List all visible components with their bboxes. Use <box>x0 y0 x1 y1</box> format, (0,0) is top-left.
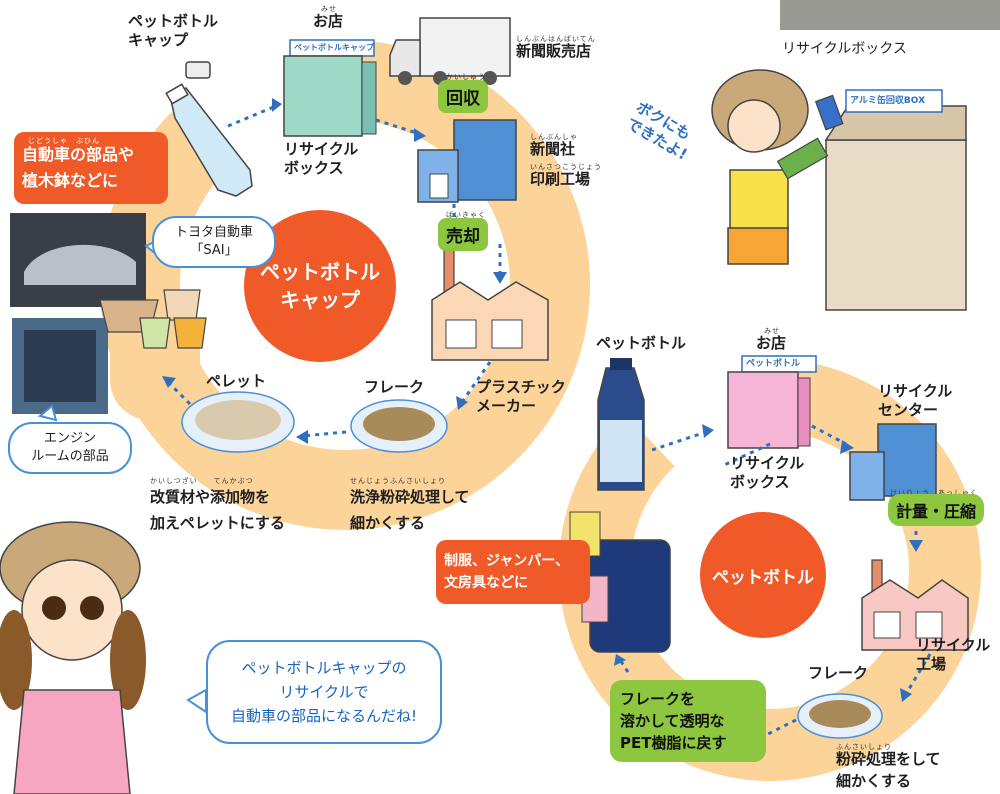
print-factory-ruby: いんさつこうじょう <box>530 163 602 171</box>
collect-badge: 回収 <box>438 80 488 113</box>
bottle-box-sign: ペットボトル <box>746 359 801 369</box>
sale-ruby: ばいきゃく <box>446 211 486 219</box>
bottle-flake-plate-icon <box>797 693 883 739</box>
cap-flake-desc: 洗浄粉砕処理して 細かくする <box>350 488 470 532</box>
cap-uses-ruby: じどうしゃ ぶひん <box>28 137 100 145</box>
print-factory-label: 印刷工場 <box>530 170 591 188</box>
boy-character <box>711 69 844 265</box>
melt-box: フレークを 溶かして透明な PET樹脂に戻す <box>610 680 766 762</box>
aluminum-can-box-icon <box>824 89 967 311</box>
collect-ruby: かいしゅう <box>446 73 486 81</box>
pellet-label: ペレット <box>206 372 267 390</box>
cap-flake-label: フレーク <box>364 378 425 396</box>
car-shape-icon <box>24 244 136 285</box>
pet-bottle-cap-label: ペットボトル キャップ <box>128 12 219 49</box>
plastic-maker-factory-icon <box>431 239 549 361</box>
bottle-recycle-box-label: リサイクル ボックス <box>730 454 805 491</box>
girl-bubble-tail <box>186 688 207 714</box>
top-recycle-box-label: リサイクルボックス <box>782 41 907 57</box>
cap-store-ruby: みせ <box>321 5 337 13</box>
newspaper-shop-ruby: しんぶんはんばいてん <box>516 35 596 43</box>
top-right-photo-strip <box>780 0 1000 30</box>
engine-bubble: エンジン ルームの部品 <box>8 422 132 474</box>
bottle-recycle-box-icon <box>727 355 817 449</box>
plastic-maker-label: プラスチック メーカー <box>476 378 566 415</box>
cap-recycle-box-icon <box>283 39 377 137</box>
pellet-desc: 改質材や添加物を 加えペレットにする <box>150 488 285 532</box>
sale-badge: 売却 <box>438 218 488 251</box>
bottle-store-label: お店 <box>756 334 787 352</box>
newspaper-company-building-icon <box>417 119 517 203</box>
aluminum-box-sign: アルミ缶回収BOX <box>850 96 926 106</box>
bottle-uses-box: 制服、ジャンパー、 文房具などに <box>436 540 590 604</box>
bottle-flake-desc-ruby: ふんさいしょり <box>836 743 892 751</box>
cap-uses-box: 自動車の部品や 植木鉢などに <box>14 132 168 204</box>
bottle-store-ruby: みせ <box>764 327 780 335</box>
recycle-factory-label: リサイクル 工場 <box>916 636 991 673</box>
cap-cycle-arrows <box>166 104 771 468</box>
engine-bubble-tail <box>37 404 58 422</box>
bottle-flake-label: フレーク <box>808 664 869 682</box>
recycle-center-building-icon <box>849 423 937 501</box>
pots-icon <box>99 289 207 349</box>
recycle-factory-icon <box>861 559 969 651</box>
girl-character <box>0 521 146 794</box>
cap-flake-desc-ruby: せんじょうふんさいしょり <box>350 477 446 485</box>
recycle-center-label: リサイクル センター <box>878 382 953 419</box>
bottle-cycle-center-title: ペットボトル <box>700 512 826 638</box>
car-bubble: トヨタ自動車 「SAI」 <box>152 216 276 268</box>
weigh-badge: 計量・圧縮 <box>888 494 985 526</box>
pellet-desc-ruby: かいしつざい てんかぶつ <box>150 477 254 485</box>
flake-plate-icon <box>350 399 448 453</box>
cap-store-label: お店 <box>313 12 344 30</box>
truck-icon <box>389 17 511 85</box>
newspaper-company-ruby: しんぶんしゃ <box>530 133 578 141</box>
bottle-flake-desc: 粉砕処理をして 細かくする <box>836 750 941 790</box>
pet-bottle-label: ペットボトル <box>596 334 687 352</box>
newspaper-company-label: 新聞社 <box>530 140 576 158</box>
pellet-plate-icon <box>181 391 295 453</box>
blue-bottle-icon <box>597 358 645 491</box>
weigh-ruby: けいりょう あっしゅく <box>890 489 978 497</box>
girl-speech-bubble: ペットボトルキャップの リサイクルで 自動車の部品になるんだね! <box>206 640 442 744</box>
cap-recycle-box-label: リサイクル ボックス <box>284 140 359 177</box>
uniform-icon <box>569 511 671 653</box>
engine-part-icon <box>24 330 96 402</box>
cap-box-sign: ペットボトルキャップ <box>294 43 374 52</box>
newspaper-shop-label: 新聞販売店 <box>516 42 592 60</box>
pet-bottle-cap-icon <box>185 61 211 79</box>
clear-bottle-icon <box>165 83 253 197</box>
